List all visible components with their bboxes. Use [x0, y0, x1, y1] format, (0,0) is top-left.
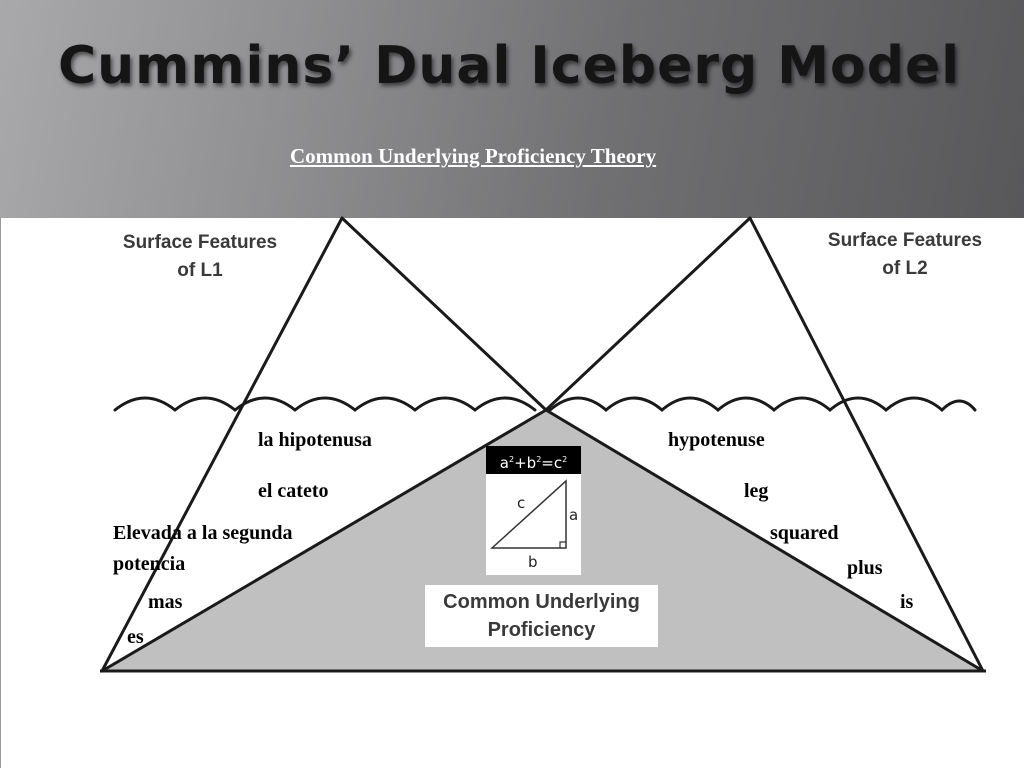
cup-label-line1: Common Underlying — [443, 591, 640, 613]
formula-exp-c: 2 — [562, 455, 568, 464]
formula-equals: = — [541, 454, 554, 472]
l2-term-plus: plus — [847, 557, 883, 579]
formula-b: b — [526, 454, 537, 472]
pythagorean-formula: a2+b2=c2 — [486, 446, 581, 474]
l1-surface-label-line1: Surface Features — [122, 232, 278, 253]
l2-surface-label-line1: Surface Features — [827, 230, 983, 251]
l1-term-plus: mas — [148, 591, 183, 613]
right-triangle-icon — [490, 479, 567, 549]
side-label-b: b — [528, 553, 538, 571]
formula-a: a — [499, 454, 509, 472]
side-label-a: a — [569, 506, 579, 524]
left-border-line — [0, 218, 1, 768]
right-triangle-figure: c a b — [486, 474, 581, 575]
l2-term-is: is — [900, 591, 914, 613]
l1-term-squared-line2: potencia — [113, 553, 186, 575]
l1-surface-label: Surface Features of L1 — [100, 229, 300, 285]
water-surface-waves — [113, 396, 977, 413]
l1-iceberg-outline — [100, 216, 548, 673]
slide-subtitle: Common Underlying Proficiency Theory — [290, 144, 657, 168]
slide-title: Cummins’ Dual Iceberg Model — [58, 36, 961, 96]
l1-term-leg: el cateto — [258, 480, 329, 502]
l1-surface-label-line2: of L1 — [177, 260, 223, 281]
l2-term-leg: leg — [744, 480, 769, 502]
l2-surface-label-line2: of L2 — [882, 258, 928, 279]
l1-term-is: es — [127, 626, 144, 648]
l2-term-hypotenuse: hypotenuse — [668, 429, 765, 451]
l1-term-squared-line1: Elevada a la segunda — [113, 522, 293, 544]
l2-iceberg-outline — [544, 216, 985, 673]
l1-term-hypotenuse: la hipotenusa — [258, 429, 372, 451]
formula-exp-b: 2 — [536, 455, 542, 464]
formula-exp-a: 2 — [508, 455, 515, 464]
side-label-c: c — [517, 494, 526, 512]
formula-plus: + — [514, 454, 527, 472]
l2-term-squared: squared — [770, 522, 839, 544]
title-banner: Cummins’ Dual Iceberg Model Common Under… — [0, 0, 1024, 218]
l2-surface-label: Surface Features of L2 — [805, 227, 1005, 283]
formula-c: c — [553, 454, 563, 472]
cup-label: Common Underlying Proficiency — [425, 585, 658, 647]
cup-label-line2: Proficiency — [487, 619, 596, 641]
